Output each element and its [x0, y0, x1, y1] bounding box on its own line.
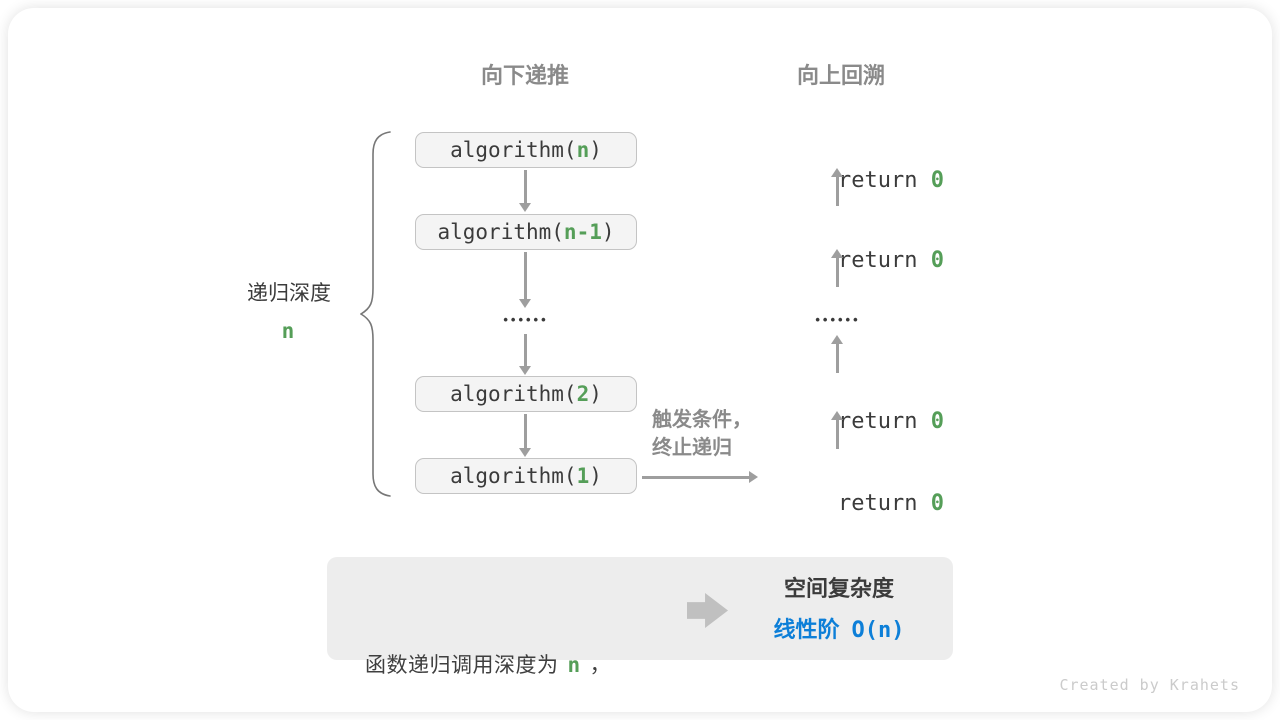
- return-statement: return 0: [785, 139, 955, 193]
- call-box-func: algorithm(: [450, 382, 577, 406]
- space-complexity-title: 空间复杂度: [783, 576, 894, 601]
- return-statement: return 0: [785, 219, 955, 273]
- recursion-depth-label: 递归深度: [247, 282, 331, 305]
- heading-upward-backtracking: 向上回溯: [796, 63, 885, 88]
- summary-line1-text: 函数递归调用深度为: [365, 654, 559, 677]
- call-box-algorithm-n: algorithm(n): [415, 132, 637, 168]
- summary-line1-comma: ，: [589, 654, 612, 677]
- return-keyword: return: [837, 168, 931, 193]
- return-value: 0: [930, 168, 944, 193]
- complexity-big-o: O(n): [851, 618, 905, 643]
- return-statement: return 0: [785, 462, 955, 516]
- call-box-close: ): [589, 138, 602, 162]
- call-box-close: ): [589, 382, 602, 406]
- arrow-up-icon: [836, 177, 839, 206]
- call-box-close: ): [601, 220, 615, 244]
- call-box-algorithm-2: algorithm(2): [415, 376, 637, 412]
- space-complexity-value: 线性阶 O(n): [739, 617, 939, 644]
- call-box-func: algorithm(: [450, 464, 577, 488]
- arrow-down-icon: [524, 252, 527, 299]
- trigger-condition-line2: 终止递归: [652, 437, 732, 459]
- call-box-func: algorithm(: [450, 138, 577, 162]
- recursion-depth-value: n: [281, 319, 295, 343]
- summary-panel: [327, 557, 953, 660]
- return-keyword: return: [837, 491, 931, 516]
- call-box-arg: n: [576, 138, 590, 162]
- call-box-algorithm-n-1: algorithm(n-1): [415, 214, 637, 250]
- arrow-down-icon: [524, 414, 527, 448]
- trigger-condition-line1: 触发条件，: [652, 409, 752, 431]
- return-value: 0: [930, 409, 944, 434]
- curly-brace-icon: [360, 131, 391, 497]
- arrow-down-icon: [524, 170, 527, 203]
- call-box-func: algorithm(: [437, 220, 564, 244]
- return-value: 0: [930, 248, 944, 273]
- return-keyword: return: [837, 409, 931, 434]
- ellipsis-dots-right: ••••••: [815, 312, 861, 327]
- arrow-down-icon: [524, 334, 527, 366]
- arrow-up-icon: [836, 258, 839, 287]
- summary-line1-var: n: [567, 653, 581, 677]
- arrow-up-icon: [836, 420, 839, 449]
- complexity-order-label: 线性阶: [773, 617, 840, 642]
- call-box-arg: 2: [576, 382, 590, 406]
- trigger-condition-label: 触发条件， 终止递归: [652, 406, 752, 462]
- arrow-right-icon: [642, 476, 749, 479]
- ellipsis-dots-left: ••••••: [503, 312, 549, 327]
- summary-line-1: 函数递归调用深度为 n ，: [365, 646, 611, 685]
- return-value: 0: [930, 491, 944, 516]
- heading-downward-recursion: 向下递推: [480, 63, 569, 88]
- call-box-arg: n-1: [563, 220, 602, 244]
- credit-watermark: Created by Krahets: [1059, 676, 1240, 694]
- return-keyword: return: [837, 248, 931, 273]
- call-box-arg: 1: [576, 464, 590, 488]
- return-statement: return 0: [785, 380, 955, 434]
- call-box-algorithm-1: algorithm(1): [415, 458, 637, 494]
- call-box-close: ): [589, 464, 602, 488]
- arrow-up-icon: [836, 344, 839, 373]
